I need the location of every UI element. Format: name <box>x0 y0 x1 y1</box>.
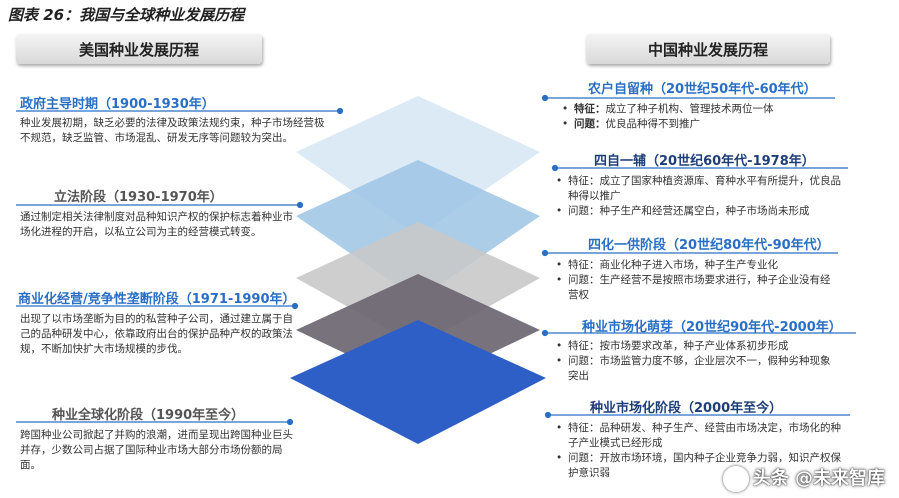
cn-stage-3-items: 特征：商业化种子进入市场，种子生产专业化 问题：生产经营不是按照市场要求进行，种… <box>556 258 836 303</box>
figure-title: 图表 26：我国与全球种业发展历程 <box>8 6 245 24</box>
cn-stage-2-problem: 问题：种子生产和经营还属空白，种子市场尚未形成 <box>556 204 850 219</box>
cn-stage-2-feature: 特征：成立了国家种植资源库、育种水平有所提升，优良品种得以推广 <box>556 174 850 204</box>
cn-stage-1-title: 农户自留种（20世纪50年代-60年代） <box>588 82 817 97</box>
us-stage-2-title: 立法阶段（1930-1970年） <box>54 190 223 205</box>
us-stage-4-title: 种业全球化阶段（1990年至今） <box>52 408 245 423</box>
cn-stage-1-items: 特征：成立了种子机构、管理技术两位一体 问题：优良品种得不到推广 <box>562 102 832 132</box>
cn-stage-5-items: 特征：品种研发、种子生产、经营由市场决定，市场化的种子产业模式已经形成 问题：开… <box>556 421 846 481</box>
cn-history-header: 中国种业发展历程 <box>586 34 830 64</box>
cn-stage-3-problem: 问题：生产经营不是按照市场要求进行，种子企业没有经营权 <box>556 273 836 303</box>
us-stage-3-desc: 出现了以市场垄断为目的的私营种子公司，通过建立属于自己的品种研发中心，依靠政府出… <box>20 313 293 355</box>
cn-stage-4-feature: 特征：按市场要求改革，种子产业体系初步形成 <box>556 339 836 354</box>
us-stage-1-desc: 种业发展初期，缺乏必要的法律及政策法规约束，种子市场经营极不规范，缺乏监管、市场… <box>20 117 325 144</box>
cn-stage-1-problem: 问题：优良品种得不到推广 <box>562 117 832 132</box>
cn-stage-1-feature: 特征：成立了种子机构、管理技术两位一体 <box>562 102 832 117</box>
us-stage-3-title: 商业化经营/竞争性垄断阶段（1971-1990年） <box>18 292 296 307</box>
cn-stage-3-title: 四化一供阶段（20世纪80年代-90年代） <box>588 238 830 253</box>
watermark: 头条 @未来智库 <box>722 464 885 492</box>
us-stage-2-desc: 通过制定相关法律制度对品种知识产权的保护标志着种业市场化进程的开启，以私立公司为… <box>20 211 293 238</box>
cn-stage-2-title: 四自一辅（20世纪60年代-1978年） <box>594 154 815 169</box>
toutiao-logo-icon <box>722 466 749 492</box>
watermark-text: 头条 @未来智库 <box>752 468 885 489</box>
cn-stage-5-title: 种业市场化阶段（2000年至今） <box>590 401 783 416</box>
cn-stage-4-problem: 问题：市场监管力度不够，企业层次不一，假种劣种现象突出 <box>556 354 836 384</box>
cn-stage-4-title: 种业市场化萌芽（20世纪90年代-2000年） <box>582 320 842 335</box>
cn-stage-4-items: 特征：按市场要求改革，种子产业体系初步形成 问题：市场监管力度不够，企业层次不一… <box>556 339 836 384</box>
cn-stage-5-feature: 特征：品种研发、种子生产、经营由市场决定，市场化的种子产业模式已经形成 <box>556 421 846 451</box>
us-history-header: 美国种业发展历程 <box>16 34 262 64</box>
cn-stage-5-problem: 问题：开放市场环境，国内种子企业竞争力弱，知识产权保护意识弱 <box>556 451 846 481</box>
us-stage-4-desc: 跨国种业公司掀起了并购的浪潮，进而呈现出跨国种业巨头并存，少数公司占据了国际种业… <box>20 429 293 471</box>
layer-5 <box>290 320 546 444</box>
cn-stage-3-feature: 特征：商业化种子进入市场，种子生产专业化 <box>556 258 836 273</box>
us-stage-1-title: 政府主导时期（1900-1930年） <box>20 97 215 112</box>
cn-stage-2-items: 特征：成立了国家种植资源库、育种水平有所提升，优良品种得以推广 问题：种子生产和… <box>556 174 850 219</box>
